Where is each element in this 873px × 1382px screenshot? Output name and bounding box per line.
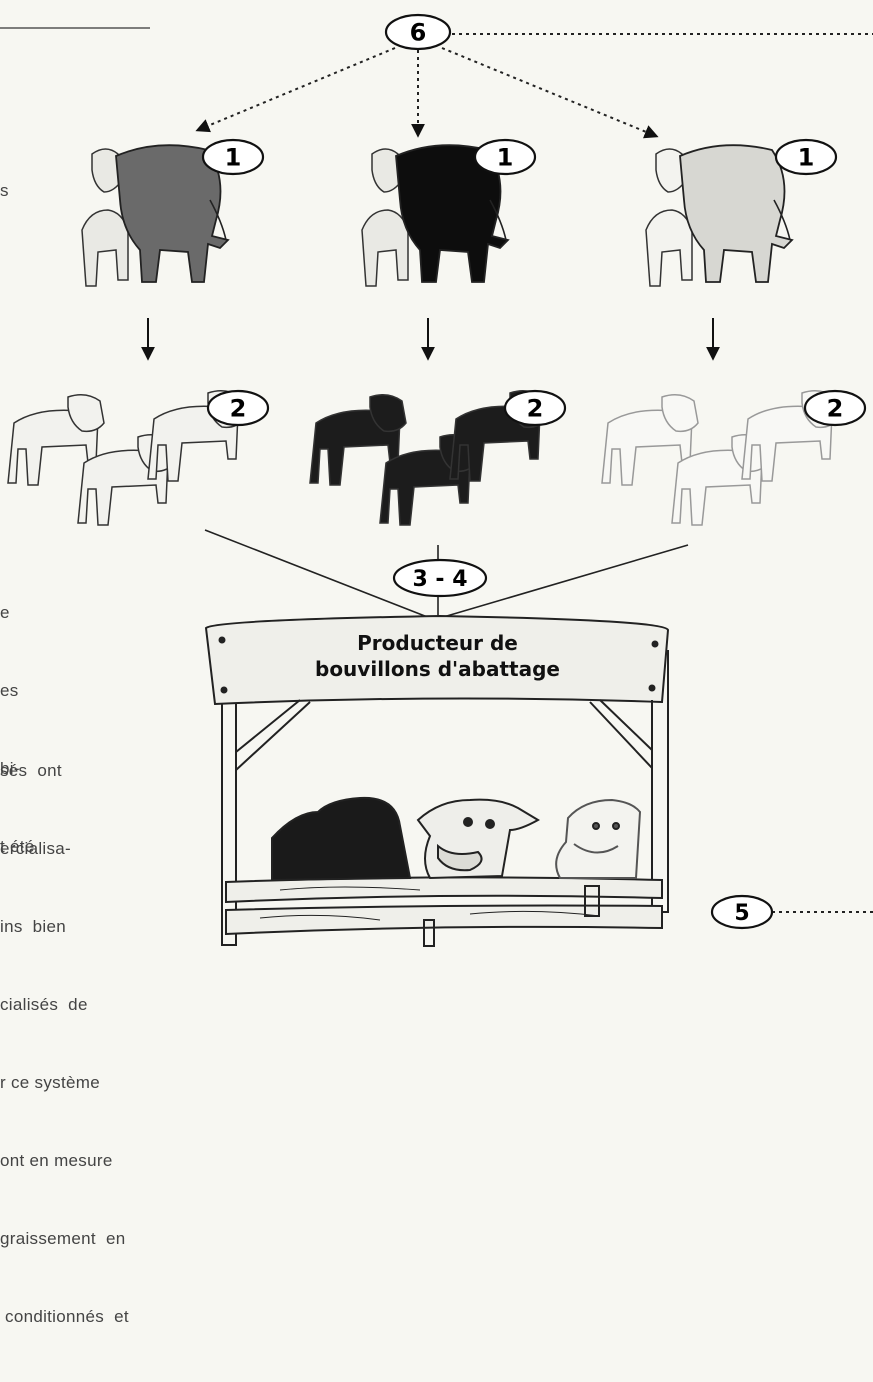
- side-text-line: es: [0, 678, 160, 704]
- pen-rail-top: [226, 877, 662, 902]
- badge-label: 3 - 4: [412, 567, 467, 592]
- number-badge: 6: [386, 15, 450, 49]
- side-text-line: s: [0, 178, 160, 204]
- badge-label: 1: [497, 144, 514, 172]
- calves-row: [8, 391, 838, 525]
- side-text-line: ercialisa-: [0, 836, 160, 862]
- side-text-line: conditionnés et: [0, 1304, 160, 1330]
- pen-animals: [272, 798, 640, 880]
- badge-label: 2: [230, 395, 247, 423]
- badge-label: 1: [225, 144, 242, 172]
- number-badge: 1: [475, 140, 535, 174]
- badge-label: 5: [734, 901, 749, 926]
- calf-figure: [646, 210, 692, 286]
- badge-label: 2: [527, 395, 544, 423]
- badge-label: 6: [410, 19, 427, 47]
- number-badge: 2: [505, 391, 565, 425]
- side-text-line: sés ont: [0, 758, 160, 784]
- side-text-upper: s: [0, 126, 160, 256]
- producer-label-line2: bouvillons d'abattage: [210, 656, 665, 682]
- side-text-lower-b: sés ont ercialisa- ins bien cialisés de …: [0, 706, 160, 1382]
- number-badge: 5: [712, 896, 772, 928]
- badge-label: 1: [798, 144, 815, 172]
- pen-animal-right: [556, 800, 640, 878]
- connector-source-right-sire: [442, 48, 656, 136]
- sire-row: [82, 145, 792, 286]
- pen-animal-dark: [272, 798, 410, 880]
- side-text-line: r ce système: [0, 1070, 160, 1096]
- side-text-line: e: [0, 600, 160, 626]
- calf-group: [602, 391, 838, 525]
- side-text-line: ont en mesure: [0, 1148, 160, 1174]
- number-badge: 1: [203, 140, 263, 174]
- calf-figure: [362, 210, 408, 286]
- down-arrows: [148, 318, 713, 358]
- producer-label-line1: Producteur de: [210, 630, 665, 656]
- producer-label: Producteur de bouvillons d'abattage: [210, 630, 665, 682]
- side-text-line: ins bien: [0, 914, 160, 940]
- pen-brace-right: [590, 700, 652, 768]
- side-text-line: graissement en: [0, 1226, 160, 1252]
- pen-brace-left: [236, 700, 310, 770]
- number-badge: 2: [805, 391, 865, 425]
- connector-source-left: [198, 48, 395, 130]
- number-badge: 3 - 4: [394, 560, 486, 596]
- pen-rail-bottom: [226, 906, 662, 935]
- badge-label: 2: [827, 395, 844, 423]
- sire-body: [680, 145, 792, 282]
- side-text-line: cialisés de: [0, 992, 160, 1018]
- number-badge: 2: [208, 391, 268, 425]
- sire-group: [646, 145, 792, 286]
- number-badge: 1: [776, 140, 836, 174]
